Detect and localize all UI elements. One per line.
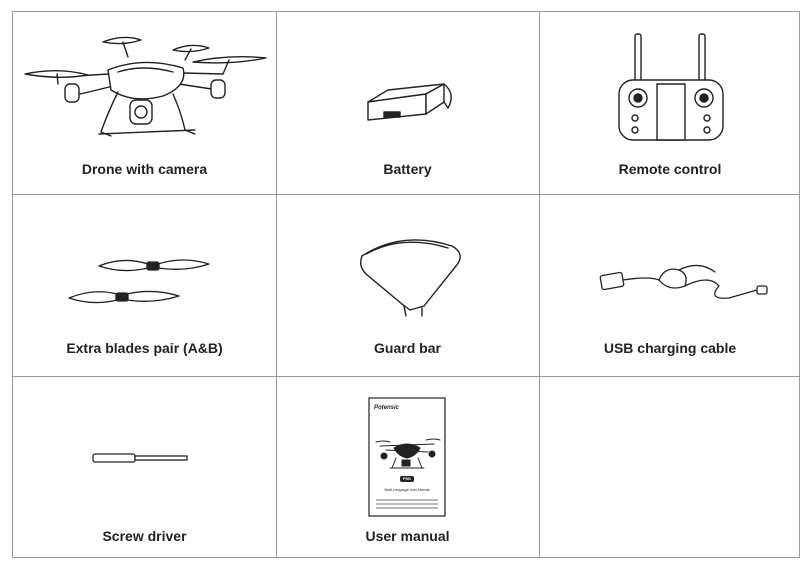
item-label: USB charging cable xyxy=(603,340,737,356)
item-screwdriver: Screw driver xyxy=(13,376,276,558)
item-user-manual: Potensic P5G Multi-Language User Manual … xyxy=(276,376,539,558)
item-label: User manual xyxy=(365,528,450,544)
column-divider xyxy=(539,12,540,557)
user-manual-icon xyxy=(368,397,446,517)
guard-bar-icon xyxy=(359,239,461,317)
item-label: Guard bar xyxy=(374,340,441,356)
empty-cell xyxy=(539,376,801,558)
item-label: Screw driver xyxy=(102,528,187,544)
item-label: Remote control xyxy=(618,161,722,177)
remote-control-icon xyxy=(618,33,724,141)
item-battery: Battery xyxy=(276,12,539,194)
item-drone: Drone with camera xyxy=(13,12,276,194)
item-label: Extra blades pair (A&B) xyxy=(66,340,223,356)
package-contents-table: Drone with camera Battery xyxy=(12,11,800,558)
column-divider xyxy=(276,12,277,557)
manual-title: Multi-Language User Manual xyxy=(384,488,430,492)
drone-icon xyxy=(24,36,267,137)
item-guard-bar: Guard bar xyxy=(276,194,539,376)
item-blades: Extra blades pair (A&B) xyxy=(13,194,276,376)
propeller-blades-icon xyxy=(68,259,210,304)
item-label: Drone with camera xyxy=(81,161,208,177)
screwdriver-icon xyxy=(92,453,188,463)
manual-model: P5G xyxy=(402,476,411,481)
item-usb-cable: USB charging cable xyxy=(539,194,801,376)
item-label: Battery xyxy=(383,161,432,177)
item-remote-control: Remote control xyxy=(539,12,801,194)
battery-icon xyxy=(367,83,452,121)
manual-brand: Potensic xyxy=(374,405,400,411)
row-divider xyxy=(13,376,799,377)
usb-cable-icon xyxy=(599,264,768,299)
row-divider xyxy=(13,194,799,195)
